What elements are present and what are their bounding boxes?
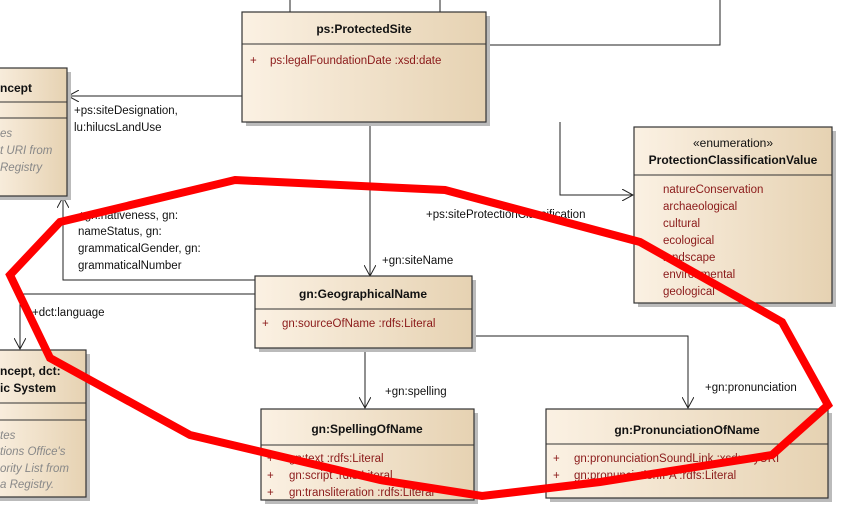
- note: tes: [0, 430, 16, 442]
- attribute-visibility: +: [553, 453, 560, 465]
- note: tions Office's: [0, 446, 66, 458]
- class-name: ncept, dct:: [0, 364, 61, 378]
- class-concept-bottom-left[interactable]: ncept, dct: ic System tes tions Office's…: [0, 349, 90, 501]
- enum-literal: natureConservation: [663, 184, 763, 196]
- class-name: gn:SpellingOfName: [311, 422, 423, 436]
- role-pronunciation: +gn:pronunciation: [705, 382, 797, 394]
- enum-literal: archaeological: [663, 201, 737, 213]
- attribute-visibility: +: [267, 470, 274, 482]
- note: ority List from: [0, 463, 69, 475]
- role-site-designation: lu:hilucsLandUse: [74, 122, 162, 134]
- class-name: ic System: [0, 381, 56, 395]
- role-site-name: +gn:siteName: [382, 255, 453, 267]
- enum-protection-classification-value[interactable]: «enumeration» ProtectionClassificationVa…: [633, 126, 836, 307]
- attribute: gn:transliteration :rdfs:Literal: [289, 487, 434, 499]
- attribute-visibility: +: [262, 318, 269, 330]
- class-name: gn:PronunciationOfName: [614, 423, 760, 437]
- class-name: ps:ProtectedSite: [316, 22, 412, 36]
- note: t URI from: [0, 145, 53, 157]
- attribute-visibility: +: [553, 470, 560, 482]
- role-nativeness: grammaticalGender, gn:: [78, 243, 201, 255]
- attribute-visibility: +: [267, 453, 274, 465]
- note: a Registry.: [0, 479, 54, 491]
- class-pronunciation-of-name[interactable]: gn:PronunciationOfName + gn:pronunciatio…: [545, 408, 832, 502]
- attribute: gn:sourceOfName :rdfs:Literal: [282, 318, 435, 330]
- association-language: [20, 293, 255, 349]
- role-nativeness: grammaticalNumber: [78, 260, 182, 272]
- note: es: [0, 128, 12, 140]
- enum-literal: cultural: [663, 218, 700, 230]
- role-nativeness: nameStatus, gn:: [78, 226, 162, 238]
- attribute-visibility: +: [267, 487, 274, 499]
- association-site-protection-classification: [559, 122, 633, 195]
- class-concept-left[interactable]: ncept es t URI from Registry: [0, 67, 71, 200]
- enum-literal: geological: [663, 286, 715, 298]
- connectors: [20, 0, 721, 408]
- class-name: ProtectionClassificationValue: [649, 153, 818, 167]
- class-geographical-name[interactable]: gn:GeographicalName + gn:sourceOfName :r…: [254, 275, 476, 352]
- role-spelling: +gn:spelling: [385, 386, 447, 398]
- role-site-designation: +ps:siteDesignation,: [74, 105, 178, 117]
- red-annotation-outline: [5, 175, 834, 501]
- class-name: ncept: [0, 81, 32, 95]
- enum-literal: ecological: [663, 235, 714, 247]
- attribute: ps:legalFoundationDate :xsd:date: [270, 55, 441, 67]
- attribute-visibility: +: [250, 55, 257, 67]
- class-protected-site[interactable]: ps:ProtectedSite + ps:legalFoundationDat…: [241, 11, 490, 126]
- stereotype: «enumeration»: [693, 136, 773, 150]
- role-language: +dct:language: [32, 307, 105, 319]
- note: Registry: [0, 162, 43, 174]
- association-pronunciation: [472, 335, 688, 408]
- class-name: gn:GeographicalName: [299, 287, 427, 301]
